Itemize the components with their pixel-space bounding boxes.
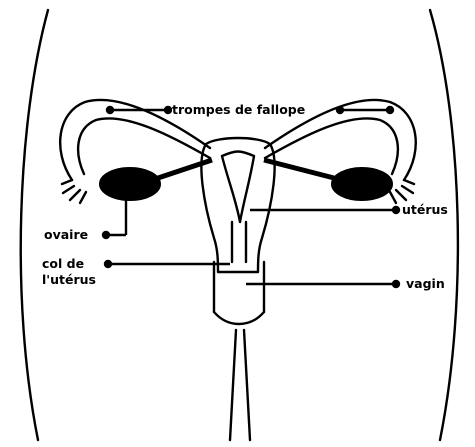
body-outline-right [430, 10, 458, 440]
uterus-body [201, 138, 274, 272]
label-vagina: vagin [406, 277, 445, 291]
body-outline-left [21, 10, 48, 440]
label-uterus: utérus [402, 203, 448, 217]
left-ovary [100, 168, 160, 200]
vaginal-opening [214, 312, 264, 324]
label-cervix-line2: l'utérus [42, 272, 96, 288]
cervical-canal [232, 222, 246, 262]
left-leg-line [230, 330, 236, 440]
right-ovary [332, 168, 392, 200]
label-fallopian-tubes: trompes de fallope [172, 103, 305, 117]
label-cervix-line1: col de [42, 256, 96, 272]
label-cervix: col de l'utérus [42, 256, 96, 288]
right-leg-line [244, 330, 250, 440]
right-fimbriae [390, 180, 414, 203]
left-fimbriae [62, 180, 86, 203]
label-ovary: ovaire [44, 228, 88, 242]
uterine-cavity [222, 152, 254, 223]
left-ovarian-ligament [158, 160, 212, 178]
